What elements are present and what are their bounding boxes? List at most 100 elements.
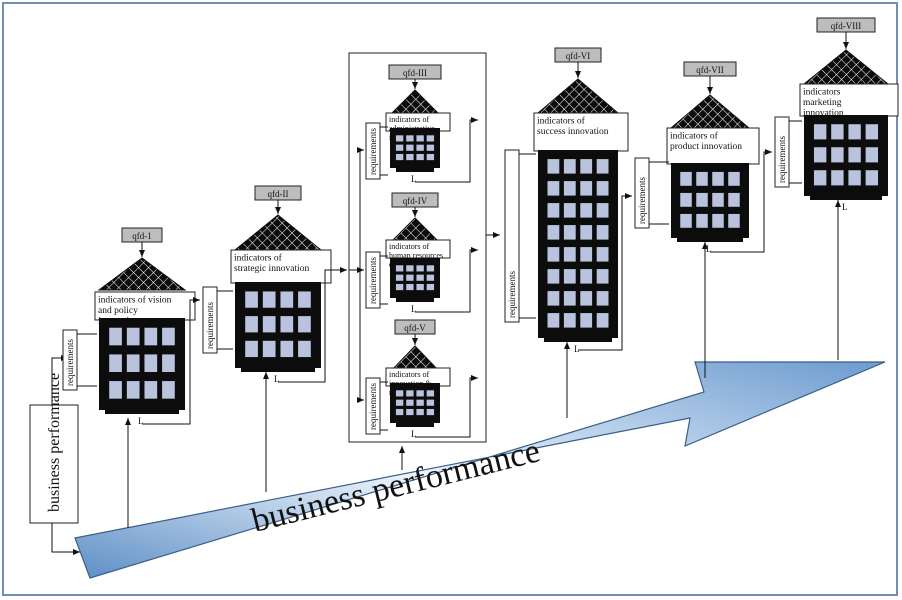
house-window bbox=[680, 171, 692, 186]
house-window bbox=[580, 181, 593, 196]
loop-marker: L bbox=[138, 416, 144, 426]
house-window bbox=[563, 225, 576, 240]
house-window bbox=[596, 313, 609, 328]
house-roof bbox=[97, 257, 187, 291]
house-window bbox=[563, 269, 576, 284]
house-window bbox=[547, 159, 560, 174]
flow-connector bbox=[349, 147, 364, 271]
house-roof bbox=[536, 78, 620, 114]
flow-connector bbox=[578, 193, 632, 351]
requirements-box bbox=[62, 329, 78, 391]
requirements-label: requirements bbox=[205, 302, 215, 349]
house-window bbox=[580, 159, 593, 174]
house-window bbox=[245, 316, 258, 333]
house-window bbox=[563, 159, 576, 174]
house-window bbox=[580, 225, 593, 240]
house-window bbox=[712, 213, 724, 228]
house-window bbox=[426, 283, 435, 291]
house-window bbox=[865, 124, 879, 140]
house-window bbox=[547, 269, 560, 284]
house-window bbox=[728, 192, 740, 207]
house-window bbox=[144, 381, 158, 399]
house-window bbox=[395, 265, 404, 272]
house-window bbox=[416, 274, 424, 281]
house-window bbox=[109, 327, 122, 346]
loop-marker: L bbox=[411, 429, 417, 439]
house-window bbox=[596, 181, 609, 196]
house-window bbox=[596, 291, 609, 306]
house-window bbox=[712, 171, 724, 186]
requirements-label: requirements bbox=[368, 383, 378, 430]
house-window bbox=[406, 390, 414, 397]
house-window bbox=[563, 291, 576, 306]
house-window bbox=[162, 381, 175, 399]
side-box-label: business performance bbox=[46, 373, 63, 512]
house-window bbox=[406, 399, 414, 406]
house-window bbox=[831, 170, 844, 186]
house-window bbox=[416, 265, 424, 272]
requirements-box bbox=[365, 122, 381, 180]
qfd-tag: qfd-VIII bbox=[831, 21, 862, 31]
house-window bbox=[416, 408, 424, 416]
house-window bbox=[406, 144, 414, 151]
business-performance-arrow: business performance bbox=[74, 361, 886, 579]
house-window bbox=[596, 269, 609, 284]
requirements-label: requirements bbox=[368, 128, 378, 175]
house-window bbox=[416, 144, 424, 151]
house-window bbox=[865, 170, 879, 186]
house-window bbox=[406, 135, 414, 142]
house-window bbox=[547, 181, 560, 196]
house-window bbox=[580, 313, 593, 328]
house-window bbox=[298, 340, 311, 358]
house-window bbox=[596, 203, 609, 218]
house-window bbox=[426, 274, 435, 281]
house-window bbox=[406, 274, 414, 281]
house-window bbox=[563, 313, 576, 328]
requirements-box bbox=[365, 377, 381, 435]
house-window bbox=[696, 171, 708, 186]
house-window bbox=[245, 291, 258, 308]
house-roof bbox=[388, 217, 442, 244]
house-window bbox=[245, 340, 258, 358]
house-roof bbox=[802, 49, 890, 85]
house-window bbox=[547, 313, 560, 328]
qfd-tag: qfd-V bbox=[404, 323, 426, 333]
loop-marker: L bbox=[706, 244, 712, 254]
house-window bbox=[728, 171, 740, 186]
requirements-label: requirements bbox=[368, 257, 378, 304]
house-window bbox=[426, 408, 435, 416]
house-window bbox=[280, 316, 294, 333]
middle-group-frame bbox=[348, 52, 487, 443]
house-window bbox=[426, 390, 435, 397]
house-window bbox=[395, 283, 404, 291]
house-window bbox=[162, 354, 175, 372]
house-label-box bbox=[94, 291, 196, 321]
house-window bbox=[126, 381, 140, 399]
house-window bbox=[813, 147, 827, 163]
house-roof bbox=[669, 94, 751, 129]
loop-marker: L bbox=[842, 202, 848, 212]
house-window bbox=[696, 192, 708, 207]
house-window bbox=[426, 135, 435, 142]
house-window bbox=[547, 247, 560, 262]
house-window bbox=[144, 354, 158, 372]
flow-connector bbox=[142, 297, 200, 425]
house-window bbox=[298, 316, 311, 333]
house-window bbox=[395, 399, 404, 406]
requirements-label: requirements bbox=[507, 271, 517, 318]
requirements-label: requirements bbox=[777, 136, 787, 183]
big-arrow-label: business performance bbox=[248, 432, 544, 539]
flow-connector bbox=[415, 117, 478, 183]
house-window bbox=[262, 340, 276, 358]
house-label-box bbox=[533, 112, 629, 152]
house-window bbox=[262, 316, 276, 333]
house-window bbox=[813, 170, 827, 186]
house-roof bbox=[233, 214, 323, 251]
business-performance-box: business performance bbox=[29, 355, 80, 555]
requirements-box bbox=[365, 251, 381, 309]
